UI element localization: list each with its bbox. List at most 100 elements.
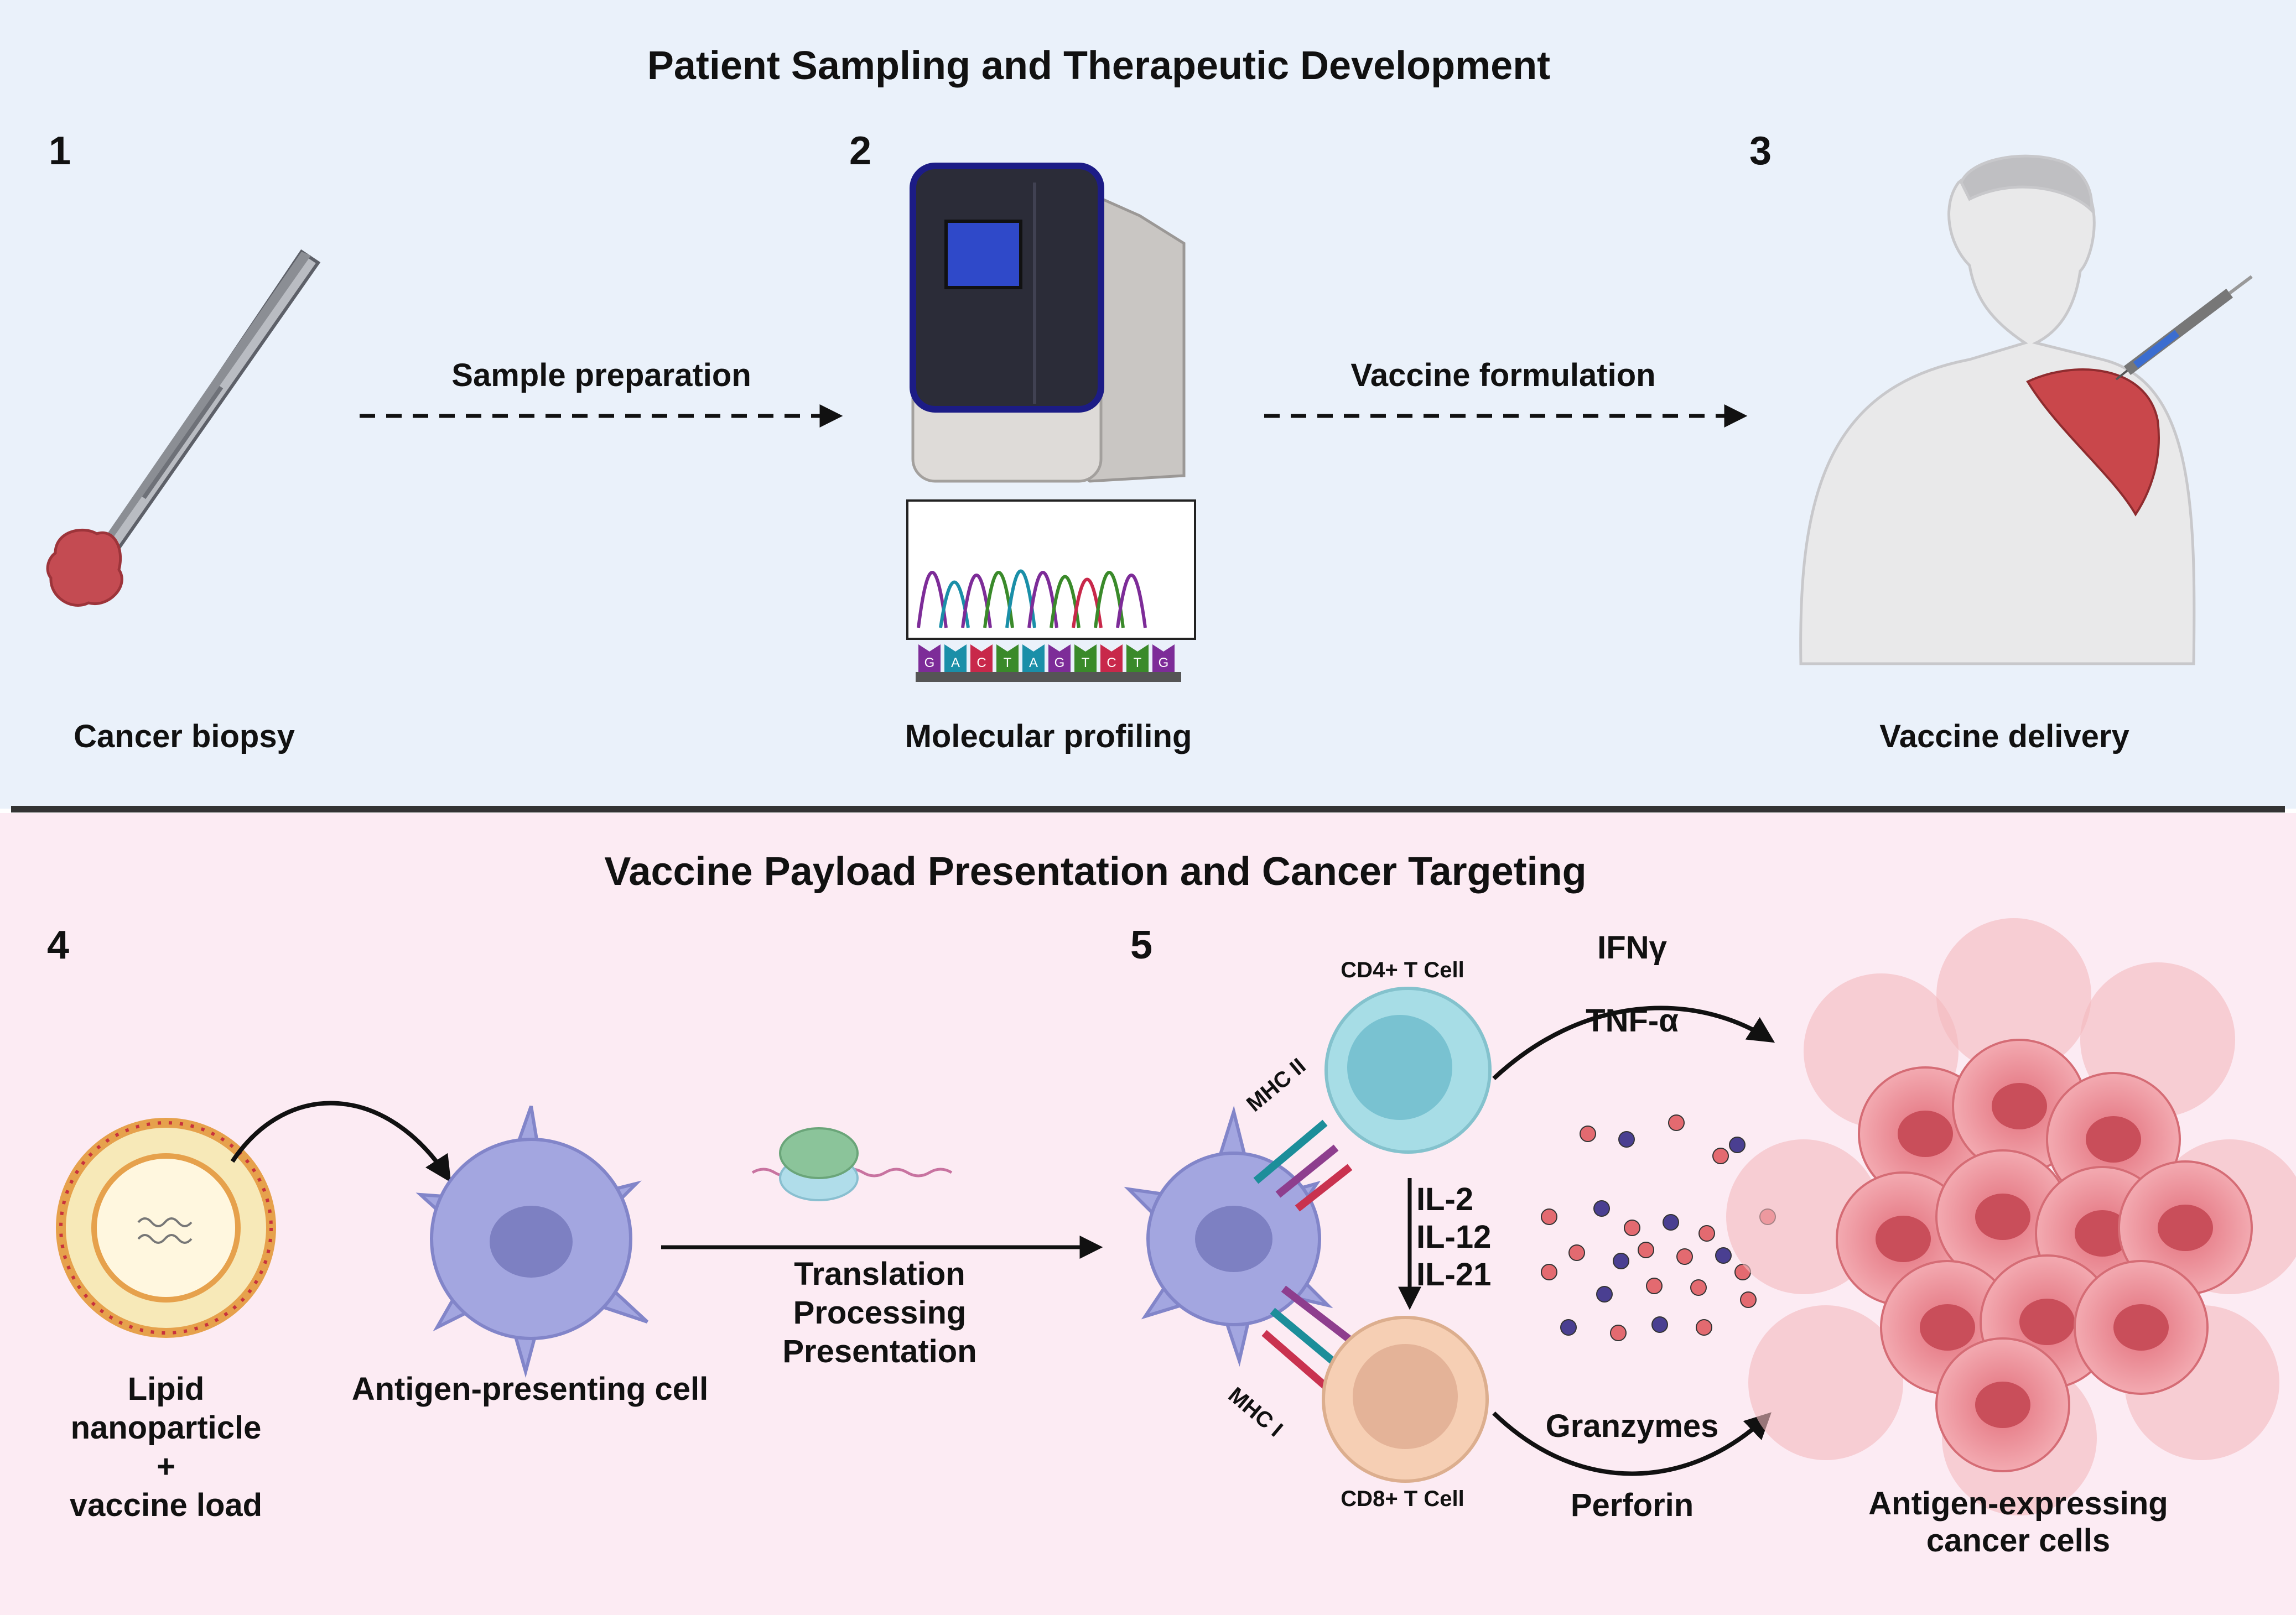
target-label-line-2: cancer cells: [1926, 1523, 2111, 1559]
cd8-t-cell-icon: [1322, 1316, 1489, 1483]
sequence-base-tile: T: [996, 644, 1019, 672]
mhc-ii-complex-icon: [1253, 1119, 1353, 1212]
sequence-base-tile: C: [970, 644, 993, 672]
sequence-base-tile: T: [1126, 644, 1149, 672]
molecular-profiling-label: Molecular profiling: [905, 718, 1192, 754]
sequence-base-tile: G: [1048, 644, 1071, 672]
interleukin-il-2-label: IL-2: [1416, 1181, 1474, 1217]
cytokine-dot: [1613, 1253, 1629, 1269]
effector-perforin-label: Perforin: [1570, 1487, 1694, 1523]
sequence-base-letter: A: [1029, 655, 1038, 670]
cancer-cell: [1935, 1337, 2070, 1472]
cytokine-dot: [1676, 1248, 1693, 1265]
step-4-number: 4: [47, 923, 70, 967]
interleukin-il-12-label: IL-12: [1416, 1219, 1492, 1255]
cytokine-dot: [1638, 1242, 1654, 1258]
lnp-label-line-2: nanoparticle: [70, 1410, 262, 1446]
step-3-number: 3: [1749, 129, 1772, 173]
sequence-base-tile: T: [1074, 644, 1097, 672]
cd8-label: CD8+ T Cell: [1341, 1487, 1464, 1511]
syringe-icon: [2115, 275, 2253, 381]
sequence-base-letter: T: [1004, 655, 1012, 670]
cytokine-dot: [1663, 1214, 1679, 1231]
sequence-base-letter: G: [1159, 655, 1169, 670]
sequence-base-tile: G: [918, 644, 941, 672]
sequence-base-letter: A: [951, 655, 960, 670]
cd4-label: CD4+ T Cell: [1341, 958, 1464, 982]
sequence-base-letter: G: [924, 655, 935, 670]
sample-preparation-label: Sample preparation: [451, 357, 751, 393]
cytokine-dot: [1541, 1208, 1557, 1225]
patient-figure-icon: [1799, 154, 2196, 665]
process-label-presentation: Presentation: [782, 1333, 977, 1369]
cytokine-dot: [1651, 1316, 1668, 1333]
cytokine-dot: [1668, 1114, 1685, 1131]
cytokine-dot: [1729, 1137, 1746, 1153]
process-label-translation: Translation: [794, 1256, 965, 1292]
lnp-to-apc-arrow: [230, 1101, 451, 1183]
cytokine-dot: [1618, 1131, 1635, 1148]
mhc-i-complex-icon: [1261, 1285, 1358, 1392]
cytokine-dot: [1541, 1264, 1557, 1280]
tissue-sample-icon: [46, 528, 123, 607]
cytokine-release-arrow: [1492, 1006, 1775, 1080]
cytokine-dot: [1712, 1148, 1729, 1164]
cytokine-dot: [1715, 1247, 1732, 1264]
step-1-number: 1: [49, 129, 71, 173]
sequence-base-tile: A: [944, 644, 967, 672]
cancer-cell: [1935, 1149, 2070, 1284]
presenting-cell-icon: [1124, 1105, 1333, 1367]
vaccine-formulation-label: Vaccine formulation: [1350, 357, 1656, 393]
sequence-base-tile: C: [1100, 644, 1123, 672]
cytokine-tnf-alpha-label: TNF-α: [1586, 1003, 1679, 1039]
forceps-icon: [100, 249, 321, 559]
lnp-label-line-3: +: [157, 1449, 175, 1484]
lnp-label-line-4: vaccine load: [69, 1487, 263, 1523]
sequence-base-tile: A: [1022, 644, 1045, 672]
step-5-number: 5: [1130, 923, 1153, 967]
cd4-t-cell-icon: [1324, 987, 1492, 1154]
bottom-panel-title: Vaccine Payload Presentation and Cancer …: [604, 850, 1587, 894]
cytokine-dot: [1646, 1278, 1663, 1294]
cytokine-dot: [1740, 1291, 1757, 1308]
sequence-base-tile: G: [1152, 644, 1175, 672]
lnp-label-line-1: Lipid: [127, 1371, 205, 1407]
background-cancer-cell: [1936, 918, 2091, 1073]
sequence-base-letter: T: [1082, 655, 1090, 670]
vaccine-delivery-label: Vaccine delivery: [1879, 718, 2129, 754]
shoulder-muscle-icon: [2026, 368, 2160, 517]
cancer-biopsy-label: Cancer biopsy: [74, 718, 295, 754]
cancer-cell-cluster: [1726, 918, 2296, 1515]
cytokine-dot: [1580, 1126, 1596, 1142]
panel-divider: [11, 806, 2285, 812]
sequencer-icon: [910, 163, 1186, 483]
sequence-base-letter: G: [1055, 655, 1065, 670]
background-cancer-cell: [1748, 1305, 1903, 1460]
cytokine-dot: [1690, 1279, 1707, 1296]
effector-granzymes-label: Granzymes: [1545, 1408, 1719, 1444]
antigen-presenting-cell-icon: [415, 1106, 649, 1378]
cytokine-dot: [1698, 1225, 1715, 1242]
cytokine-dot: [1568, 1244, 1585, 1261]
apc-label: Antigen-presenting cell: [351, 1371, 709, 1407]
cancer-cell: [2074, 1260, 2209, 1395]
cytokine-dot: [1593, 1200, 1610, 1217]
lipid-nanoparticle-icon: [56, 1118, 276, 1338]
sequence-base-letter: C: [1107, 655, 1116, 670]
cytokine-dot: [1696, 1319, 1712, 1336]
cytokine-particles: [1541, 1114, 1776, 1341]
sequence-base-letter: T: [1134, 655, 1142, 670]
process-label-processing: Processing: [793, 1295, 967, 1331]
ribosome-icon: [751, 1127, 953, 1201]
step-2-number: 2: [849, 129, 872, 173]
cytotoxic-release-arrow: [1492, 1411, 1772, 1476]
target-label-line-1: Antigen-expressing: [1868, 1486, 2168, 1522]
cytokine-dot: [1596, 1286, 1613, 1303]
cytokine-dot: [1560, 1319, 1577, 1336]
cytokine-dot: [1624, 1220, 1640, 1236]
top-panel-title: Patient Sampling and Therapeutic Develop…: [647, 44, 1551, 88]
chromatogram: [906, 499, 1196, 640]
interleukin-il-21-label: IL-21: [1416, 1257, 1492, 1293]
